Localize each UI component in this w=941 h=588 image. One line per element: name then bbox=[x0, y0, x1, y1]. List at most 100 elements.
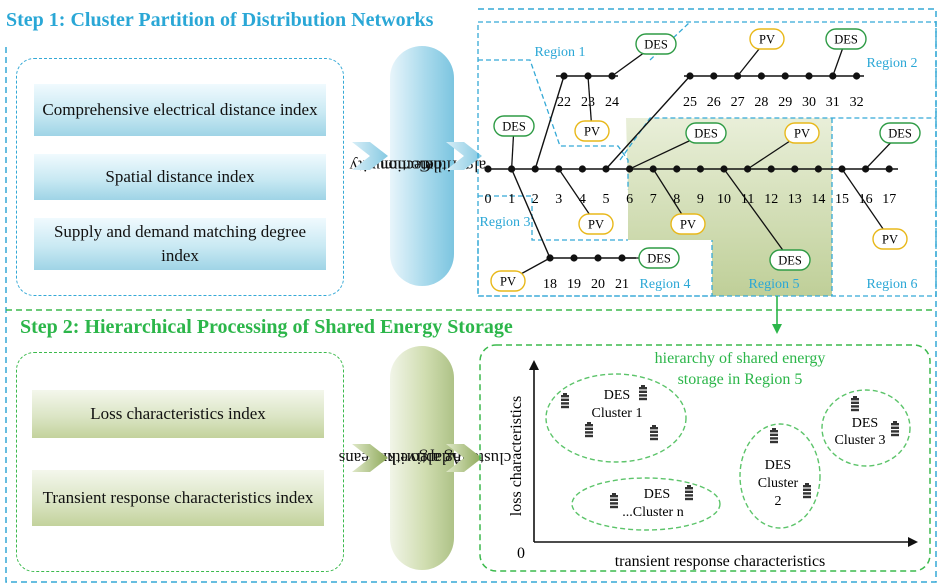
bus-label: 18 bbox=[543, 277, 557, 292]
supply-demand-index-label: Supply and demand matching degree index bbox=[53, 222, 307, 265]
pv-tag-label: PV bbox=[882, 233, 898, 247]
bus-label: 23 bbox=[581, 95, 595, 110]
spatial-distance-index-box: Spatial distance index bbox=[34, 154, 326, 200]
bus-node bbox=[484, 165, 492, 173]
bus-label: 7 bbox=[650, 192, 657, 207]
cluster-label: Cluster bbox=[758, 476, 799, 491]
region-label: Region 4 bbox=[640, 277, 691, 292]
bus-node bbox=[814, 165, 823, 173]
bus-label: 19 bbox=[567, 277, 581, 292]
bus-label: 14 bbox=[811, 192, 825, 207]
pv-tag-label: PV bbox=[588, 218, 604, 232]
electrical-distance-index-box: Comprehensive electrical distance index bbox=[34, 84, 326, 136]
bus-node bbox=[710, 72, 718, 80]
pv-tag bbox=[574, 120, 610, 142]
hierarchy-panel bbox=[479, 344, 931, 572]
bus-label: 11 bbox=[741, 192, 754, 207]
region-label: Region 5 bbox=[749, 277, 800, 292]
cluster-label: Cluster 1 bbox=[592, 406, 643, 421]
bus-label: 28 bbox=[754, 95, 768, 110]
des-tag-label: DES bbox=[694, 127, 718, 141]
bus-label: 2 bbox=[532, 192, 539, 207]
bus-label: 24 bbox=[605, 95, 619, 110]
bus-label: 31 bbox=[826, 95, 840, 110]
community-detection-algorithm-pill: Community detectionalgorithm bbox=[350, 46, 487, 286]
pv-tag-label: PV bbox=[759, 33, 775, 47]
des-tag-label: DES bbox=[834, 33, 858, 47]
battery-icon bbox=[639, 385, 647, 401]
bus-node bbox=[696, 165, 705, 173]
bus-label: 27 bbox=[731, 95, 745, 110]
des-tag-label: DES bbox=[502, 120, 526, 134]
des-tag-label: DES bbox=[644, 38, 668, 52]
pv-tag bbox=[872, 228, 908, 250]
tag-connector bbox=[723, 168, 791, 261]
bus-label: 16 bbox=[859, 192, 873, 207]
cluster-ellipse bbox=[545, 373, 687, 463]
bus-label: 21 bbox=[615, 277, 629, 292]
region-label: Region 6 bbox=[867, 277, 918, 292]
bus-label: 3 bbox=[555, 192, 562, 207]
battery-icon bbox=[650, 425, 658, 441]
step1-title: Step 1: Cluster Partition of Distributio… bbox=[6, 9, 434, 31]
step1-index-panel bbox=[16, 58, 344, 296]
bus-label: 13 bbox=[788, 192, 802, 207]
des-tag bbox=[879, 122, 921, 144]
bus-label: 9 bbox=[697, 192, 704, 207]
des-tag-label: DES bbox=[647, 252, 671, 266]
bus-label: 4 bbox=[579, 192, 586, 207]
des-tag bbox=[685, 122, 727, 144]
des-tag-label: DES bbox=[888, 127, 912, 141]
bus-node bbox=[781, 72, 789, 80]
cluster-ellipse bbox=[571, 477, 721, 531]
bus-label: 26 bbox=[707, 95, 721, 110]
bus-label: 17 bbox=[882, 192, 896, 207]
y-axis-label: loss characteristics bbox=[508, 396, 525, 516]
des-tag bbox=[493, 115, 535, 137]
bus-label: 25 bbox=[683, 95, 697, 110]
battery-icon bbox=[685, 485, 693, 501]
cluster-ellipse bbox=[821, 389, 911, 467]
bus-label: 30 bbox=[802, 95, 816, 110]
battery-icon bbox=[891, 421, 899, 437]
bus-node bbox=[853, 72, 861, 80]
cluster-label: DES bbox=[852, 416, 878, 431]
step2-index-panel bbox=[16, 352, 344, 572]
bus-label: 20 bbox=[591, 277, 605, 292]
pv-tag bbox=[784, 122, 820, 144]
des-tag bbox=[638, 247, 680, 269]
pv-tag-label: PV bbox=[500, 275, 516, 289]
cluster-label: DES bbox=[604, 388, 630, 403]
battery-icon bbox=[770, 428, 778, 444]
bus-label: 5 bbox=[603, 192, 610, 207]
axis-origin-label: 0 bbox=[517, 545, 525, 562]
region-label: Region 2 bbox=[867, 56, 918, 71]
pv-tag bbox=[670, 213, 706, 235]
pv-tag-label: PV bbox=[584, 125, 600, 139]
cluster-label: DES bbox=[765, 458, 791, 473]
des-tag bbox=[825, 28, 867, 50]
bus-label: 29 bbox=[778, 95, 792, 110]
region1-outline bbox=[478, 59, 629, 190]
supply-demand-index-box: Supply and demand matching degree index bbox=[34, 218, 326, 270]
cluster-label: Cluster 3 bbox=[835, 433, 886, 448]
battery-icon bbox=[561, 393, 569, 409]
bus-node bbox=[805, 72, 813, 80]
cluster-label: 2 bbox=[775, 494, 782, 509]
bus-node bbox=[885, 165, 893, 173]
pv-tag bbox=[578, 213, 614, 235]
bus-label: 10 bbox=[717, 192, 731, 207]
bus-label: 32 bbox=[850, 95, 864, 110]
loss-characteristics-index-box: Loss characteristics index bbox=[32, 390, 324, 438]
pv-tag-label: PV bbox=[794, 127, 810, 141]
region-network-frame bbox=[477, 21, 937, 297]
bus-node bbox=[578, 165, 587, 173]
battery-icon bbox=[585, 422, 593, 438]
pv-tag bbox=[749, 28, 785, 50]
region-label: Region 1 bbox=[535, 45, 586, 60]
pv-tag bbox=[490, 270, 526, 292]
des-tag bbox=[769, 249, 811, 271]
